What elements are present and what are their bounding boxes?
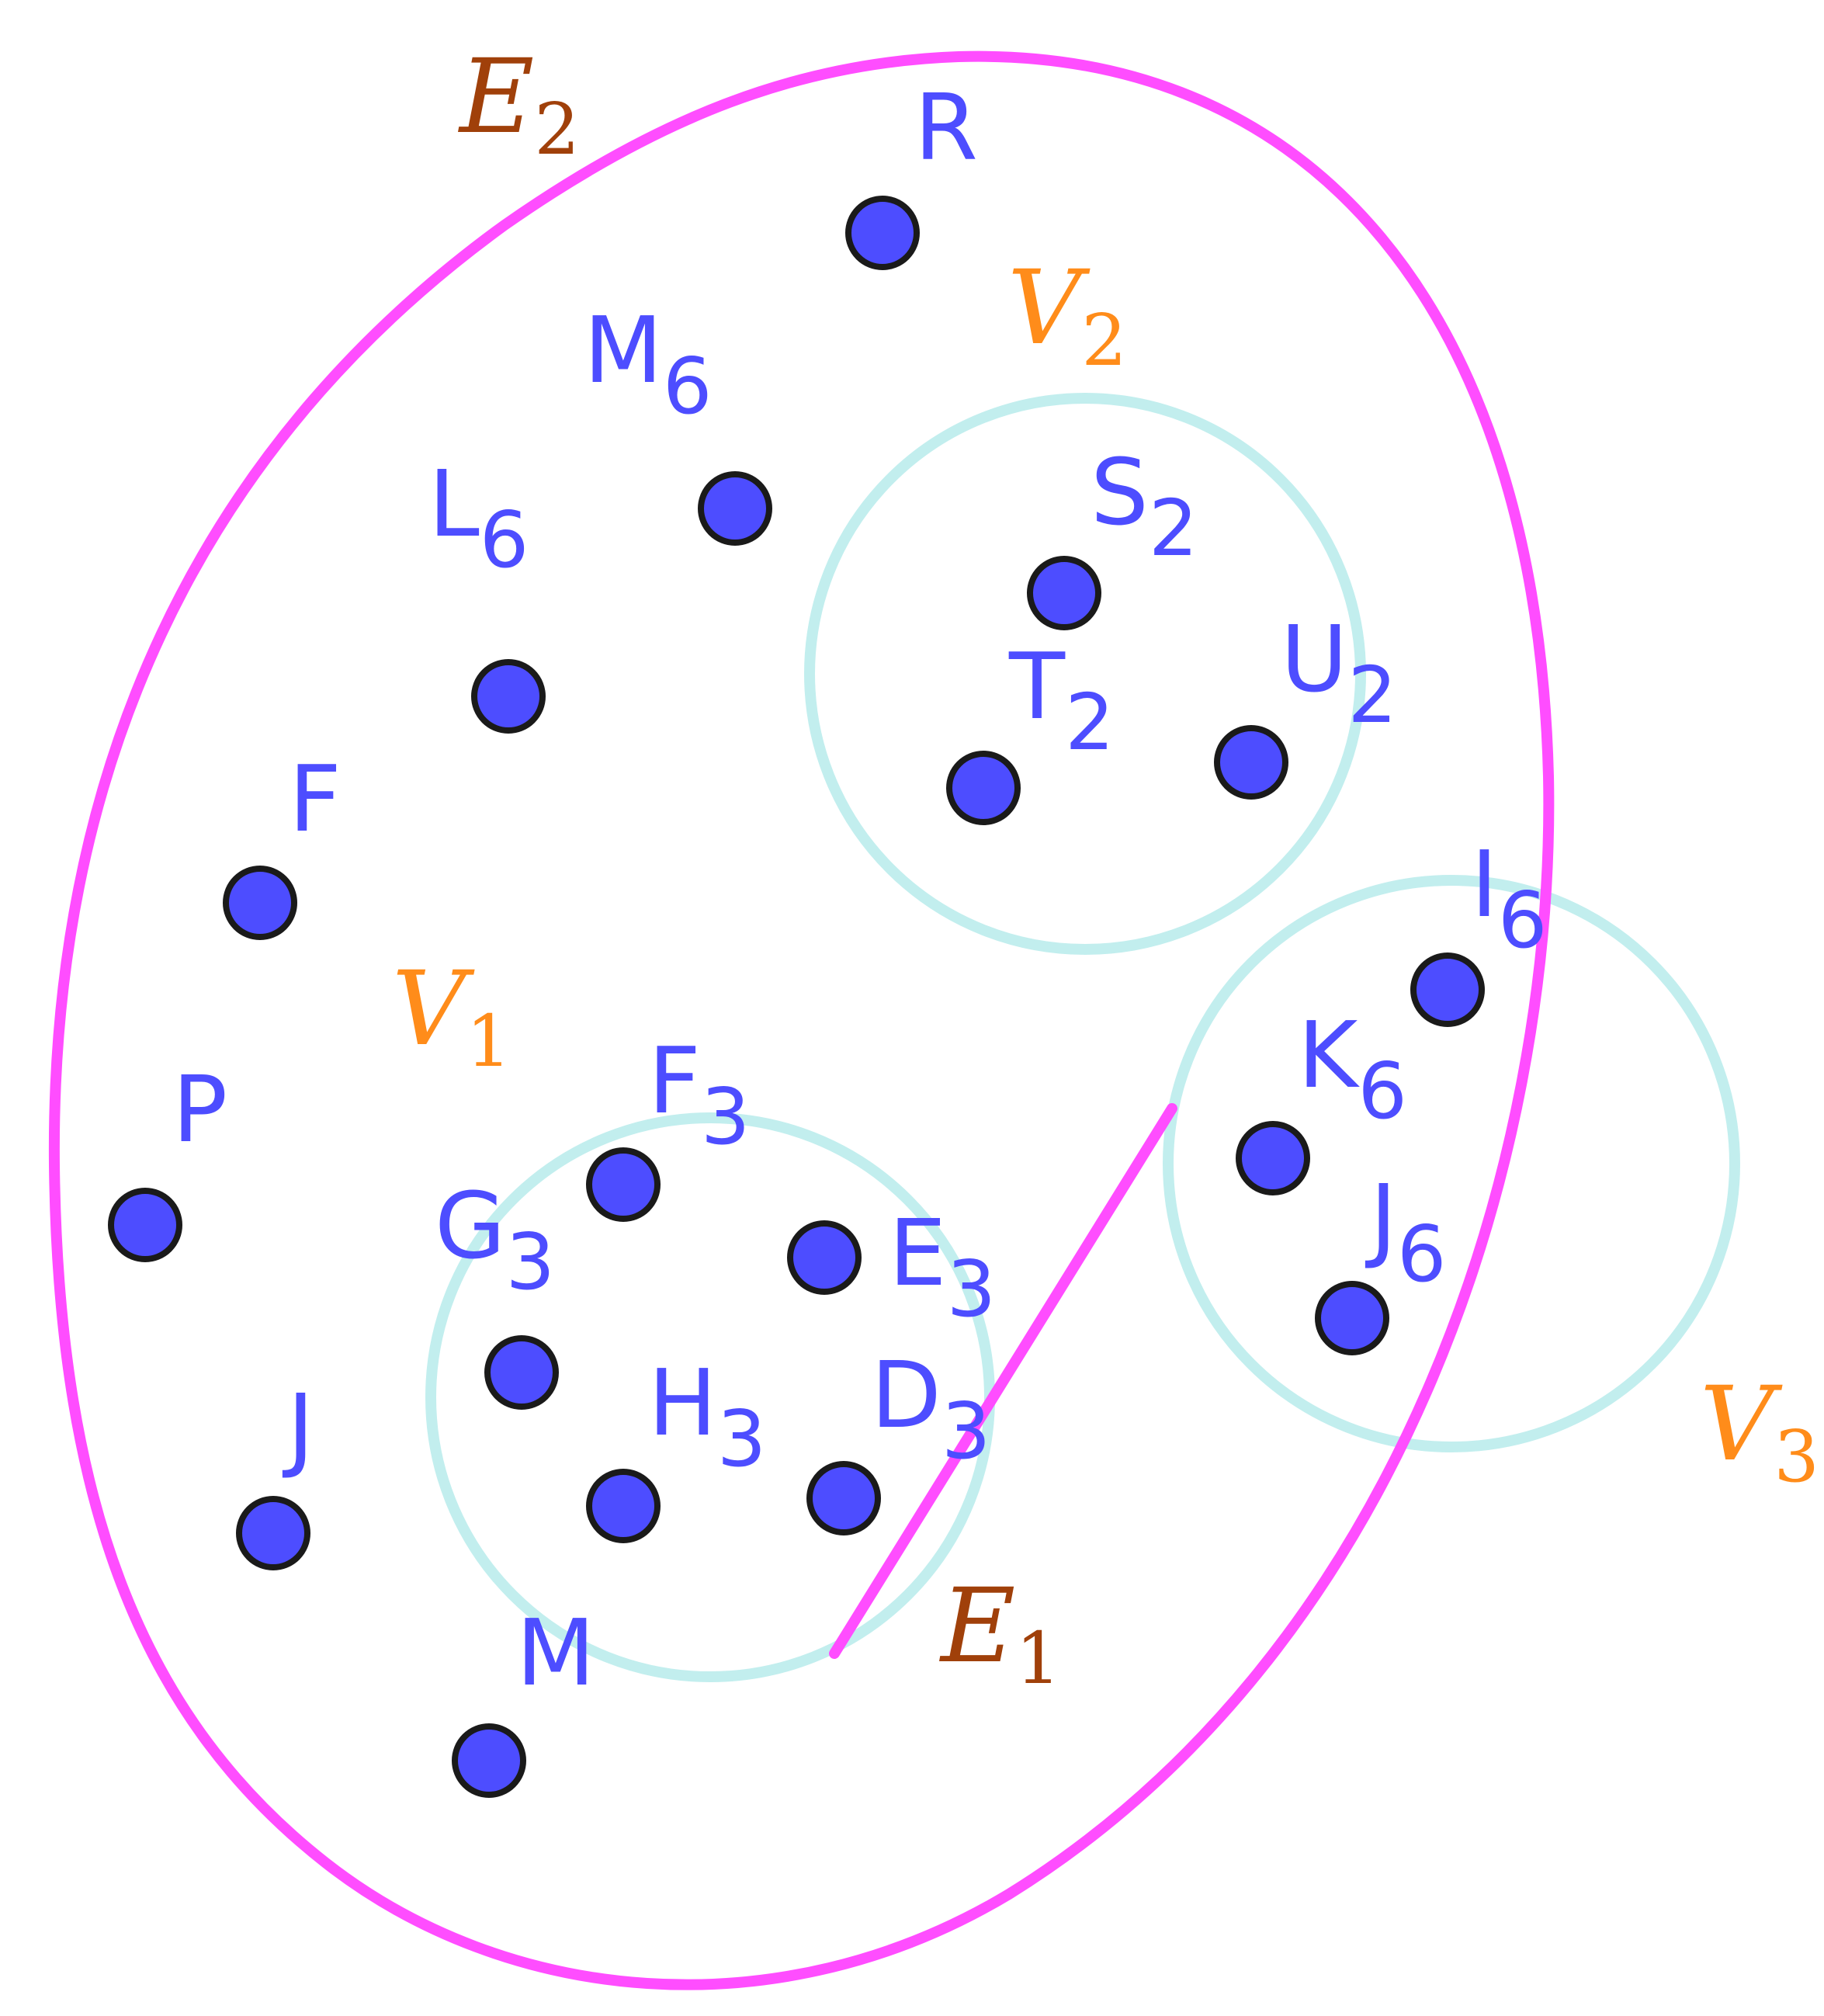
vertex-label-l6: L6 bbox=[428, 450, 529, 585]
vertex-label-p: P bbox=[172, 1056, 227, 1163]
set-v2-circle bbox=[804, 393, 1366, 955]
vertex-label-f3: F3 bbox=[648, 1027, 751, 1162]
edge-e2-curve bbox=[48, 50, 1555, 1990]
label-v1: V1 bbox=[392, 949, 511, 1083]
vertex-r bbox=[845, 196, 920, 270]
vertex-u2 bbox=[1214, 725, 1288, 800]
vertex-label-s2: S2 bbox=[1091, 439, 1198, 574]
vertex-d3 bbox=[806, 1461, 881, 1535]
vertex-label-u2: U2 bbox=[1281, 605, 1397, 741]
vertex-label-m: M bbox=[516, 1599, 595, 1706]
vertex-label-g3: G3 bbox=[435, 1172, 555, 1307]
label-v3: V3 bbox=[1700, 1365, 1819, 1498]
vertex-label-m6: M6 bbox=[584, 297, 712, 432]
vertex-e3 bbox=[787, 1220, 862, 1295]
vertex-label-j6: J6 bbox=[1365, 1164, 1446, 1299]
vertex-m bbox=[452, 1723, 526, 1798]
vertex-label-j: J bbox=[282, 1374, 314, 1481]
vertex-label-t2: T2 bbox=[1008, 633, 1115, 768]
vertex-label-k6: K6 bbox=[1298, 1001, 1407, 1136]
label-e2: E2 bbox=[458, 37, 580, 171]
vertex-label-d3: D3 bbox=[871, 1341, 991, 1476]
set-v3-circle bbox=[1163, 875, 1740, 1452]
vertex-l6 bbox=[471, 659, 546, 734]
label-v2: V2 bbox=[1007, 248, 1127, 382]
edge-e1-line bbox=[829, 1103, 1177, 1659]
vertex-label-h3: H3 bbox=[648, 1349, 766, 1484]
vertex-k6 bbox=[1236, 1121, 1310, 1195]
vertex-t2 bbox=[946, 751, 1021, 825]
vertex-g3 bbox=[484, 1335, 559, 1410]
vertex-f3 bbox=[586, 1147, 661, 1222]
vertex-s2 bbox=[1027, 556, 1101, 630]
vertex-h3 bbox=[586, 1469, 661, 1543]
label-e1: E1 bbox=[939, 1567, 1061, 1700]
vertex-label-e3: E3 bbox=[889, 1199, 996, 1334]
vertex-label-r: R bbox=[914, 74, 978, 181]
vertex-j bbox=[236, 1496, 310, 1570]
vertex-label-i6: I6 bbox=[1471, 831, 1547, 966]
vertex-i6 bbox=[1410, 952, 1485, 1027]
vertex-p bbox=[108, 1188, 182, 1262]
vertices bbox=[108, 196, 1485, 1798]
vertex-f bbox=[223, 866, 297, 940]
vertex-j6 bbox=[1315, 1281, 1389, 1355]
vertex-m6 bbox=[698, 471, 772, 546]
vertex-labels: R M6 L6 S2 T2 U2 F I6 K6 J6 P F3 G3 E3 H… bbox=[172, 74, 1547, 1706]
vertex-label-f: F bbox=[289, 745, 342, 852]
